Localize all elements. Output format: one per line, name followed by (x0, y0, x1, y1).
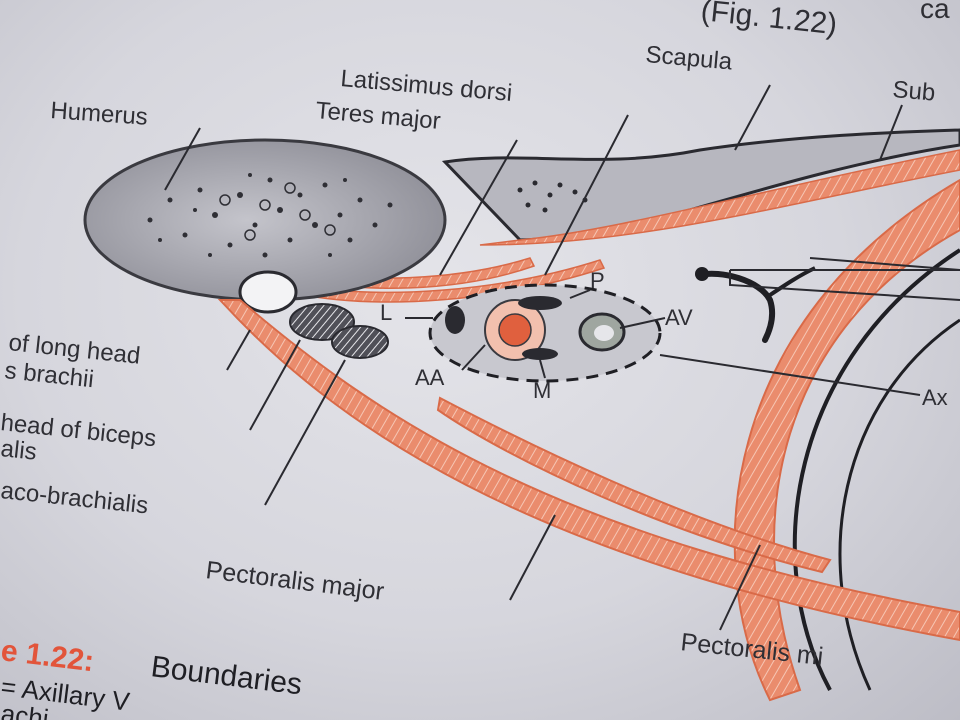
thoracic-wall-outer (838, 318, 960, 691)
label-humerus: Humerus (50, 97, 149, 131)
label-av: AV (665, 305, 693, 330)
label-short-head-2: alis (0, 435, 38, 466)
label-coracobrachialis: aco-brachialis (0, 477, 149, 519)
cord-medial (522, 348, 558, 360)
thoracic-wall-inner (792, 248, 960, 691)
label-axillary-right: Ax (922, 385, 948, 410)
thoracic-nerve-head (695, 267, 709, 281)
pectoralis-major-muscle (217, 299, 960, 642)
header-fragment: (Fig. 1.22) (699, 0, 838, 41)
long-head-tendon (238, 270, 298, 314)
label-aa: AA (415, 365, 445, 390)
label-teres-major: Teres major (314, 97, 441, 135)
label-pectoralis-minor: Pectoralis mi (679, 628, 824, 671)
label-pectoralis-major: Pectoralis major (204, 556, 385, 606)
label-scapula: Scapula (644, 41, 733, 76)
pectoralis-minor-muscle (436, 396, 832, 574)
axillary-artery-inner (498, 313, 532, 347)
label-subscapularis: Sub (891, 76, 936, 107)
label-p: P (590, 268, 605, 293)
thoracic-nerve (697, 270, 776, 343)
coracobrachialis-oval (331, 325, 389, 359)
cord-posterior (518, 296, 562, 310)
scapula-dots (517, 180, 588, 213)
cord-lateral (445, 306, 465, 334)
caption-title: Boundaries (149, 650, 304, 701)
label-m: M (533, 378, 551, 403)
humerus-rings (219, 182, 336, 241)
label-l: L (380, 300, 392, 325)
humerus-dots (147, 173, 393, 258)
latissimus-dorsi-muscle (297, 259, 606, 303)
header-fragment-right: ca (920, 0, 950, 24)
caption-line-3: achi (0, 698, 50, 720)
leader-lines (164, 84, 960, 631)
axillary-vein-lumen (594, 325, 614, 341)
